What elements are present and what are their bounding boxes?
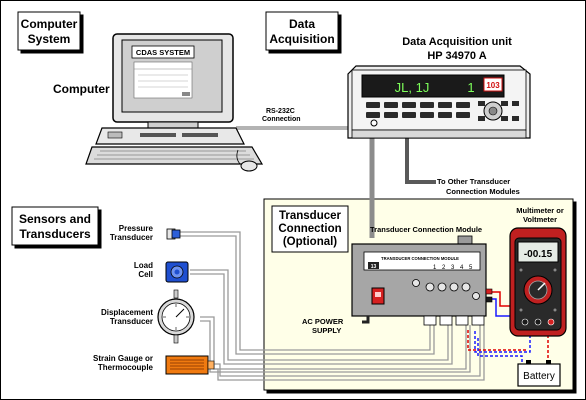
daq-unit: JL, 1J 1 103 [347,65,531,139]
multimeter-label-line1: Multimeter or [516,206,564,215]
tcm-panel-text: TRANSDUCER CONNECTION MODULE [381,256,459,261]
tcm-num-1: 1 [433,265,437,271]
displacement-gauge-icon [157,289,195,344]
daq-display-channel: 1 [467,80,474,95]
tc-line1: Transducer [279,210,342,222]
load-cell-label-line1: Load [134,261,153,270]
tcm-num-5: 5 [469,265,473,271]
displacement-label-line1: Displacement [101,308,153,317]
daq-title-line1: Data Acquisition unit [402,36,512,48]
computer-system-box: Computer System [17,11,81,51]
strain-label-line1: Strain Gauge or [93,354,153,363]
daq-display-main: JL, 1J [395,80,430,95]
strain-label-line2: Thermocouple [98,363,154,372]
other-modules-cable [405,138,436,184]
screen-title: CDAS SYSTEM [136,48,190,57]
strain-gauge-icon [165,355,215,375]
sensors-box: Sensors and Transducers [11,206,99,246]
tc-line3: (Optional) [283,236,337,248]
load-cell-icon [165,261,189,283]
computer: CDAS SYSTEM [85,33,264,172]
tcm-label: Transducer Connection Module [370,225,482,234]
load-cell-label-line2: Cell [138,270,153,279]
mouse [240,160,258,172]
computer-label: Computer [53,82,110,96]
screen-window [133,61,193,99]
daq-display-badge: 103 [486,81,500,90]
sensors-line2: Transducers [19,227,91,241]
battery-icon: Battery [517,360,561,387]
transducer-connection-box: Transducer Connection (Optional) [271,205,349,253]
displacement-label-line2: Transducer [110,317,153,326]
pressure-transducer-icon [166,228,181,240]
data-acquisition-line2: Acquisition [269,32,334,46]
sensors-line1: Sensors and [19,212,91,226]
computer-system-line2: System [28,32,71,46]
tcm-num-4: 4 [460,265,464,271]
data-acquisition-line1: Data [289,17,315,31]
ac-power-line2: SUPPLY [312,326,341,335]
computer-system-line1: Computer [21,17,78,31]
other-modules-line2: Connection Modules [446,187,520,196]
tcm-num-3: 3 [451,265,455,271]
tcm-module: TRANSDUCER CONNECTION MODULE 13 1 2 3 4 … [351,235,493,326]
meter-wires [467,291,549,362]
daq-display [361,74,505,98]
tcm-num-2: 2 [442,265,446,271]
battery-label: Battery [523,371,555,382]
rs232-label-line2: Connection [262,116,301,123]
keyboard [85,146,264,165]
ac-power-line1: AC POWER [302,317,344,326]
pressure-label-line2: Transducer [110,233,153,242]
multimeter-label-line2: Voltmeter [523,215,557,224]
multimeter-reading: -00.15 [524,249,553,260]
multimeter-icon: -00.15 [509,227,567,337]
tcm-channel: 13 [371,264,377,270]
rs232-label-line1: RS-232C [266,108,295,115]
other-modules-line1: To Other Transducer [437,177,510,186]
data-acquisition-box: Data Acquisition [265,11,339,51]
pressure-label-line1: Pressure [119,224,154,233]
tc-line2: Connection [278,223,341,235]
daq-title-line2: HP 34970 A [427,50,486,62]
